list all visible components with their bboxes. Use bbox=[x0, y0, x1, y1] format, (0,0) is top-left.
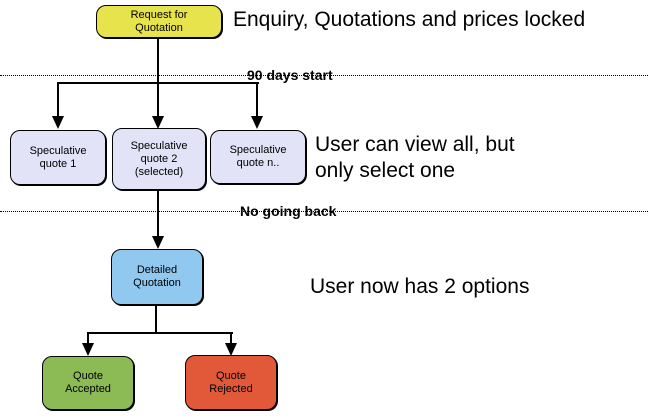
connector-drop-rejected bbox=[230, 334, 232, 344]
arrowhead-spec2-icon bbox=[152, 116, 164, 129]
node-quote-accepted: Quote Accepted bbox=[42, 356, 134, 410]
phase-divider-1 bbox=[0, 75, 648, 76]
connector-drop-spec3 bbox=[256, 82, 258, 117]
phase-divider-2 bbox=[0, 211, 648, 212]
connector-drop-accepted bbox=[87, 334, 89, 344]
connector-splitter-bottom bbox=[87, 332, 233, 334]
arrowhead-detailed-icon bbox=[152, 236, 164, 249]
node-speculative-quote-2-selected: Speculative quote 2 (selected) bbox=[112, 128, 206, 190]
arrowhead-spec3-icon bbox=[251, 116, 263, 129]
connector-detailed-trunk bbox=[155, 305, 157, 334]
arrowhead-rejected-icon bbox=[225, 343, 237, 356]
arrowhead-spec1-icon bbox=[52, 116, 64, 129]
annotation-user-two-options: User now has 2 options bbox=[310, 275, 530, 298]
arrowhead-accepted-icon bbox=[82, 343, 94, 356]
connector-spec2-detailed bbox=[157, 190, 159, 236]
connector-splitter-top bbox=[57, 82, 259, 84]
connector-rfq-trunk bbox=[157, 38, 159, 84]
connector-drop-spec1 bbox=[57, 82, 59, 117]
annotation-enquiry-prices-locked: Enquiry, Quotations and prices locked bbox=[233, 8, 586, 31]
connector-drop-spec2 bbox=[157, 84, 159, 117]
phase-label-90-days-start: 90 days start bbox=[247, 67, 333, 83]
node-speculative-quote-n: Speculative quote n.. bbox=[210, 130, 306, 184]
node-quote-rejected: Quote Rejected bbox=[185, 355, 277, 410]
annotation-user-can-view-all: User can view all, but only select one bbox=[315, 133, 515, 182]
phase-label-no-going-back: No going back bbox=[240, 203, 337, 219]
node-request-for-quotation: Request for Quotation bbox=[96, 5, 222, 38]
node-speculative-quote-1: Speculative quote 1 bbox=[10, 130, 106, 185]
node-detailed-quotation: Detailed Quotation bbox=[111, 249, 203, 305]
